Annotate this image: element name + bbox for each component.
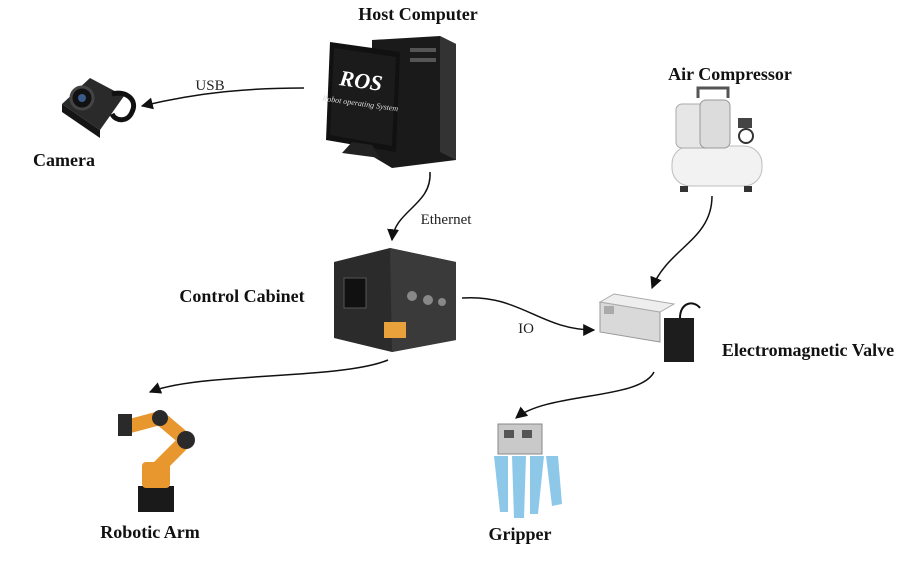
robotic-arm-label: Robotic Arm bbox=[100, 522, 199, 542]
connector-io: IO bbox=[461, 297, 596, 337]
connector-usb: USB bbox=[140, 78, 305, 110]
electromagnetic-valve-node: Electromagnetic Valve bbox=[598, 293, 894, 362]
control-cabinet-label: Control Cabinet bbox=[179, 286, 304, 306]
robotic-arm-node: Robotic Arm bbox=[100, 410, 200, 542]
air-compressor-icon bbox=[671, 86, 763, 192]
connector-air bbox=[650, 195, 713, 290]
connector-gripper bbox=[515, 371, 655, 419]
camera-label: Camera bbox=[33, 150, 95, 170]
connector-arm bbox=[148, 359, 389, 394]
camera-icon bbox=[62, 78, 136, 138]
connector-ethernet: Ethernet bbox=[387, 171, 473, 242]
host-computer-label: Host Computer bbox=[358, 4, 478, 24]
ethernet-label: Ethernet bbox=[421, 212, 473, 228]
io-label: IO bbox=[518, 321, 534, 337]
control-cabinet-node: Control Cabinet bbox=[179, 248, 456, 352]
gripper-node: Gripper bbox=[489, 423, 562, 544]
usb-label: USB bbox=[195, 78, 224, 94]
air-compressor-node: Air Compressor bbox=[668, 64, 792, 192]
host-computer-node: Host Computer ROS Robot operating System bbox=[321, 4, 478, 168]
gripper-icon bbox=[494, 423, 562, 518]
electromagnetic-valve-label: Electromagnetic Valve bbox=[722, 340, 894, 360]
gripper-label: Gripper bbox=[489, 524, 552, 544]
ros-screen-title: ROS bbox=[337, 65, 384, 96]
monitor-icon: ROS Robot operating System bbox=[321, 42, 400, 158]
control-cabinet-icon bbox=[334, 248, 456, 352]
solenoid-valve-icon bbox=[598, 293, 701, 362]
camera-node: Camera bbox=[33, 78, 136, 170]
robotic-arm-icon bbox=[118, 410, 195, 512]
air-compressor-label: Air Compressor bbox=[668, 64, 792, 84]
